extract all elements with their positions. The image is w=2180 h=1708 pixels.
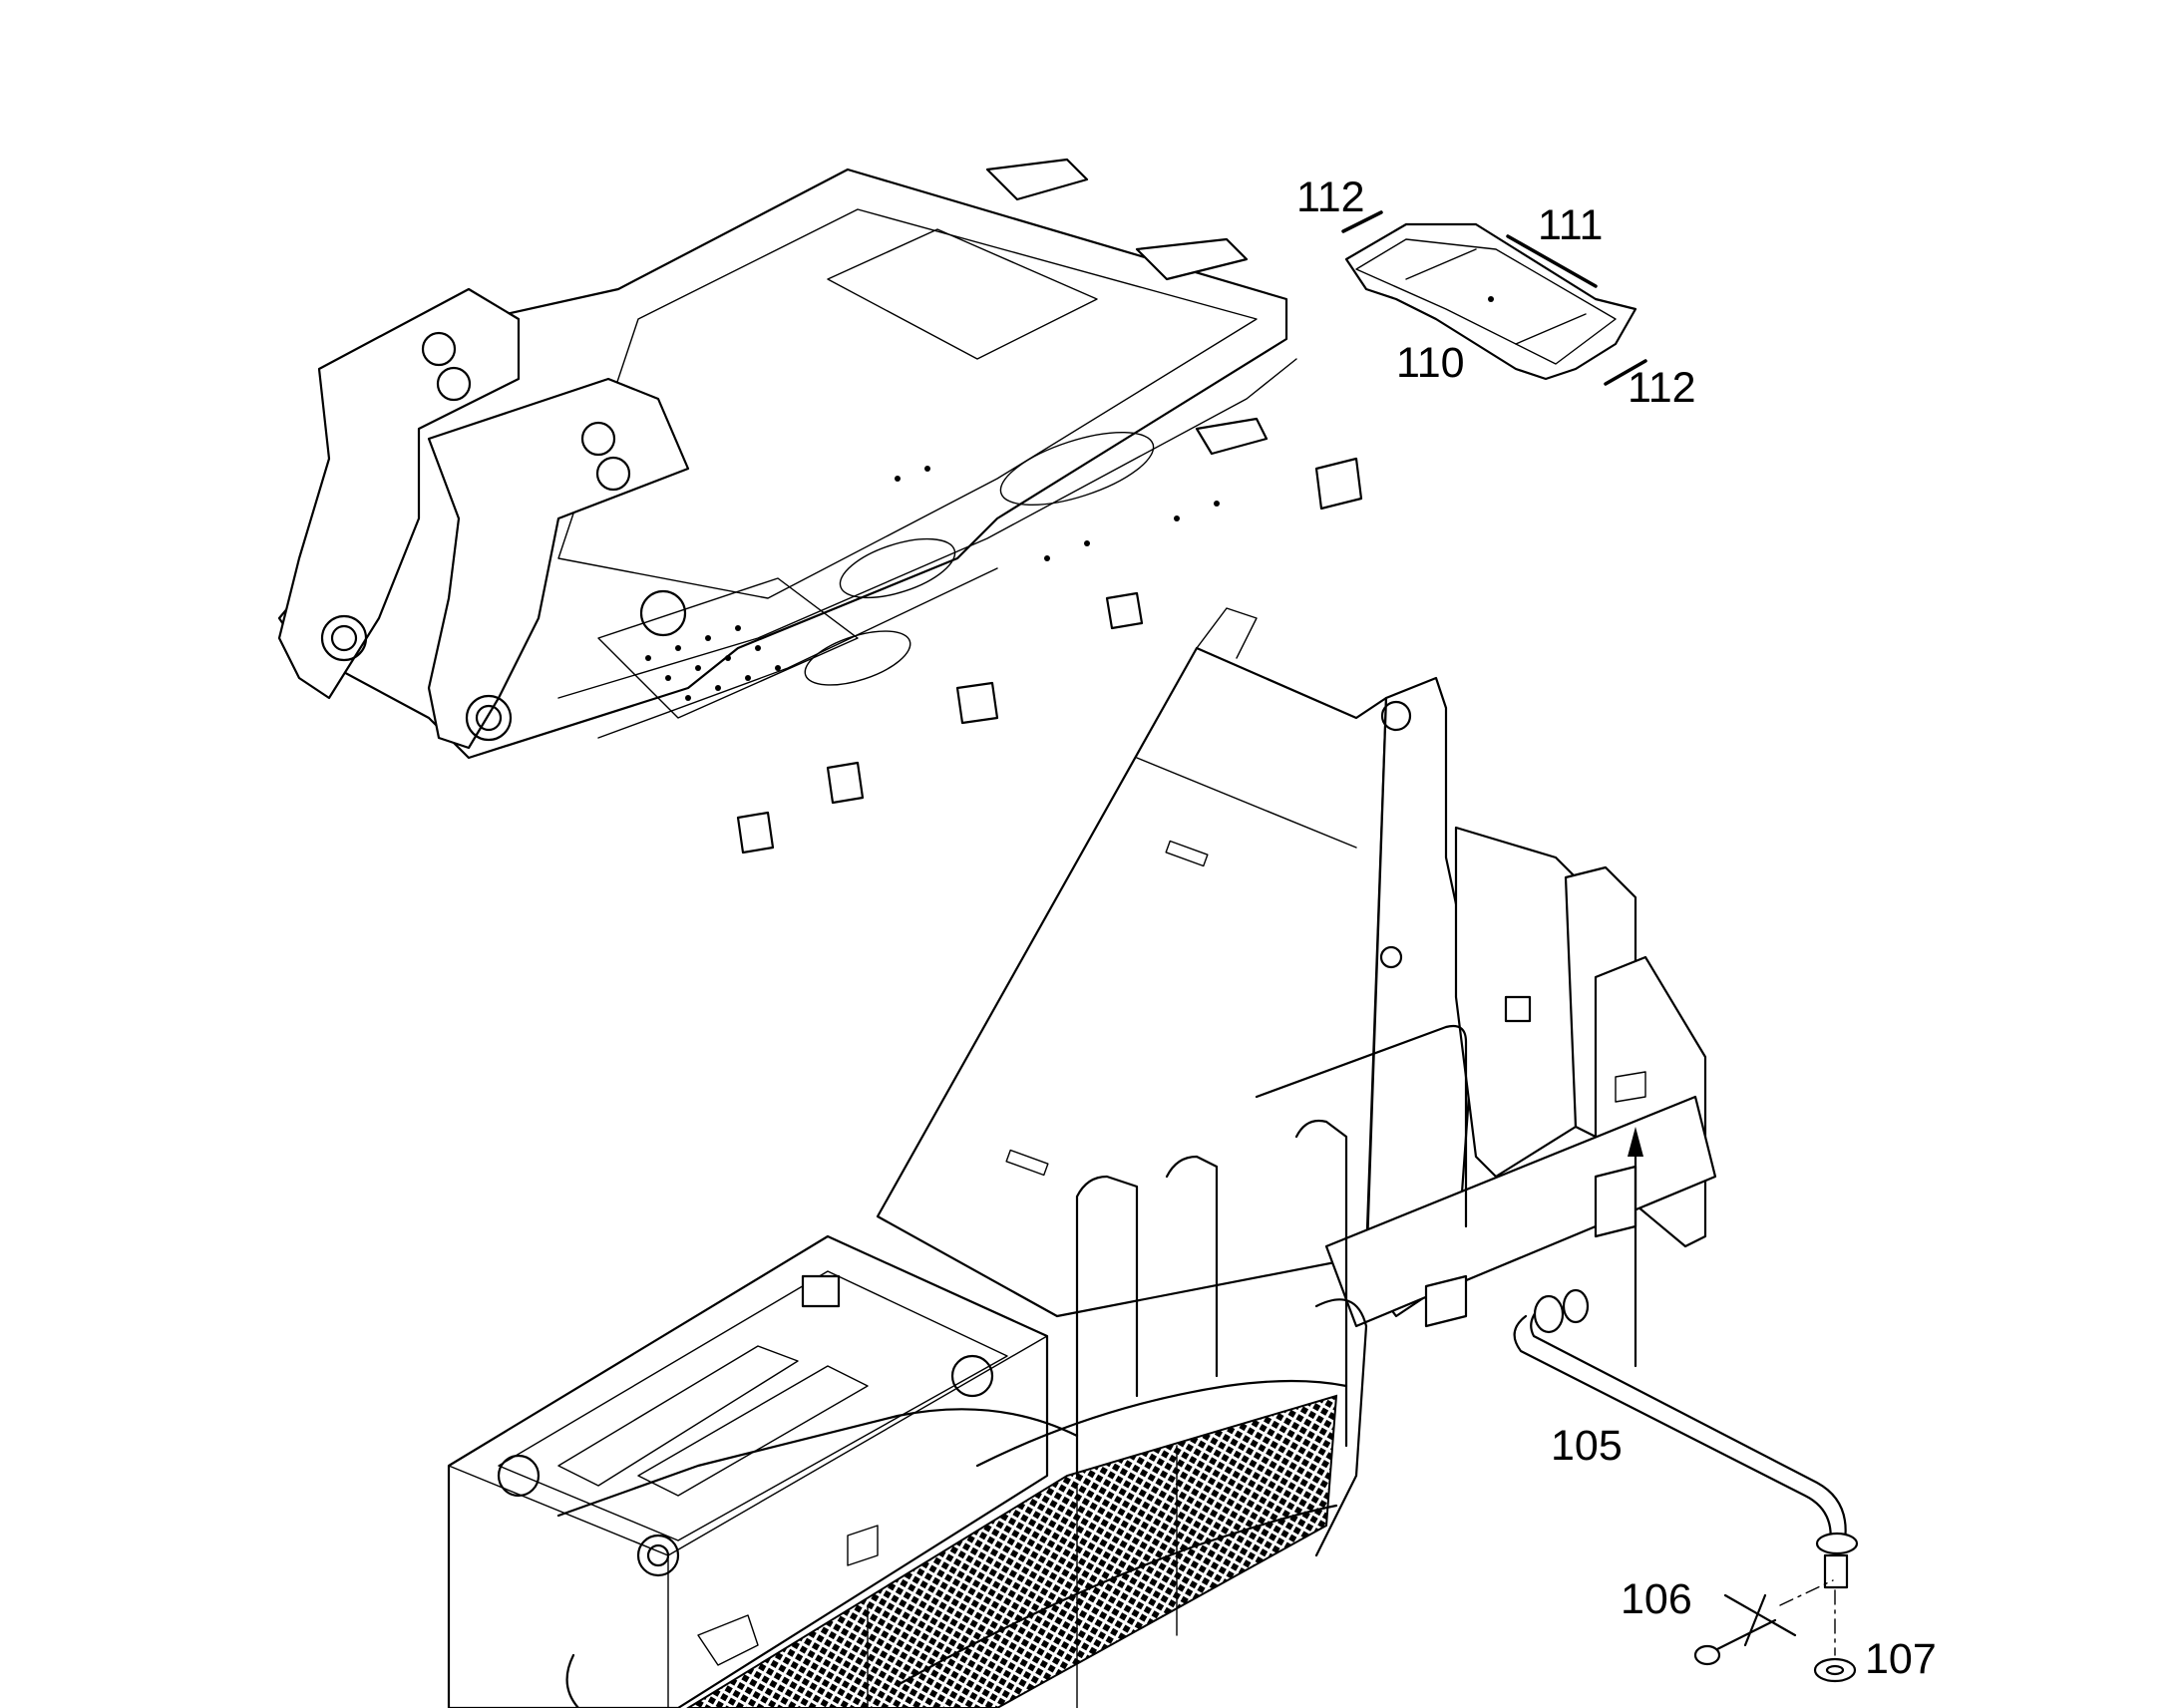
platform-assembly (447, 607, 1717, 1708)
bent-pipe-105 (1513, 1288, 1859, 1589)
arrow-105-head (1628, 1127, 1643, 1157)
centerline-106-107 (1779, 1579, 1834, 1606)
washer-107 (1813, 1657, 1857, 1683)
pin-106 (1693, 1593, 1797, 1666)
main-frame (277, 158, 1363, 854)
strip-112-upper-leader (1341, 210, 1383, 233)
callout-110: 110 (1396, 339, 1465, 387)
callout-111: 111 (1538, 201, 1603, 249)
callout-106: 106 (1621, 1575, 1692, 1623)
strip-111-leader (1506, 234, 1598, 288)
callout-107: 107 (1865, 1635, 1937, 1683)
callout-112-upper: 112 (1296, 173, 1365, 221)
callout-112-lower: 112 (1628, 364, 1696, 412)
frame-bolt-holes (645, 466, 1220, 701)
cover-plate-110 (1344, 222, 1637, 381)
strip-112-lower-leader (1604, 359, 1647, 386)
callout-105: 105 (1551, 1422, 1623, 1470)
